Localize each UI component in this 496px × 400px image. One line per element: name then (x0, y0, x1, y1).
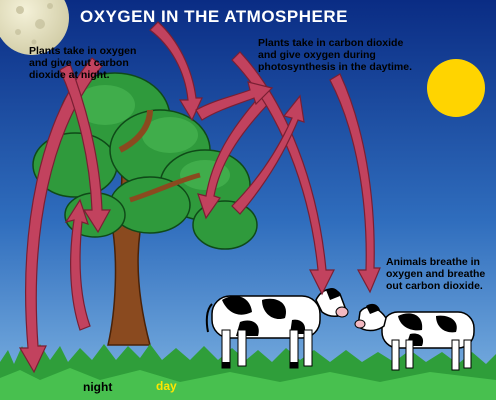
arrow-icon (231, 51, 335, 296)
page-title: OXYGEN IN THE ATMOSPHERE (80, 7, 348, 26)
moon-icon (0, 0, 69, 55)
arrow-icon (64, 198, 91, 331)
day-label: day (156, 379, 177, 393)
tree-icon (32, 72, 258, 346)
grass (0, 344, 496, 400)
arrow-icon (197, 95, 269, 220)
cow-icon (354, 303, 475, 371)
arrow-icon (329, 73, 381, 294)
arrow-icon (195, 81, 274, 121)
arrow-icon (18, 57, 103, 374)
night-respiration-label: Plants take in oxygen and give out carbo… (29, 45, 137, 81)
day-photosynthesis-label: Plants take in carbon dioxide and give o… (258, 37, 413, 73)
arrows (18, 21, 381, 374)
sun-icon (427, 59, 485, 117)
arrow-icon (59, 63, 112, 234)
arrow-icon (231, 94, 305, 215)
night-label: night (83, 380, 113, 394)
cow-icon (205, 288, 349, 369)
animal-respiration-label: Animals breathe in oxygen and breathe ou… (386, 256, 486, 292)
